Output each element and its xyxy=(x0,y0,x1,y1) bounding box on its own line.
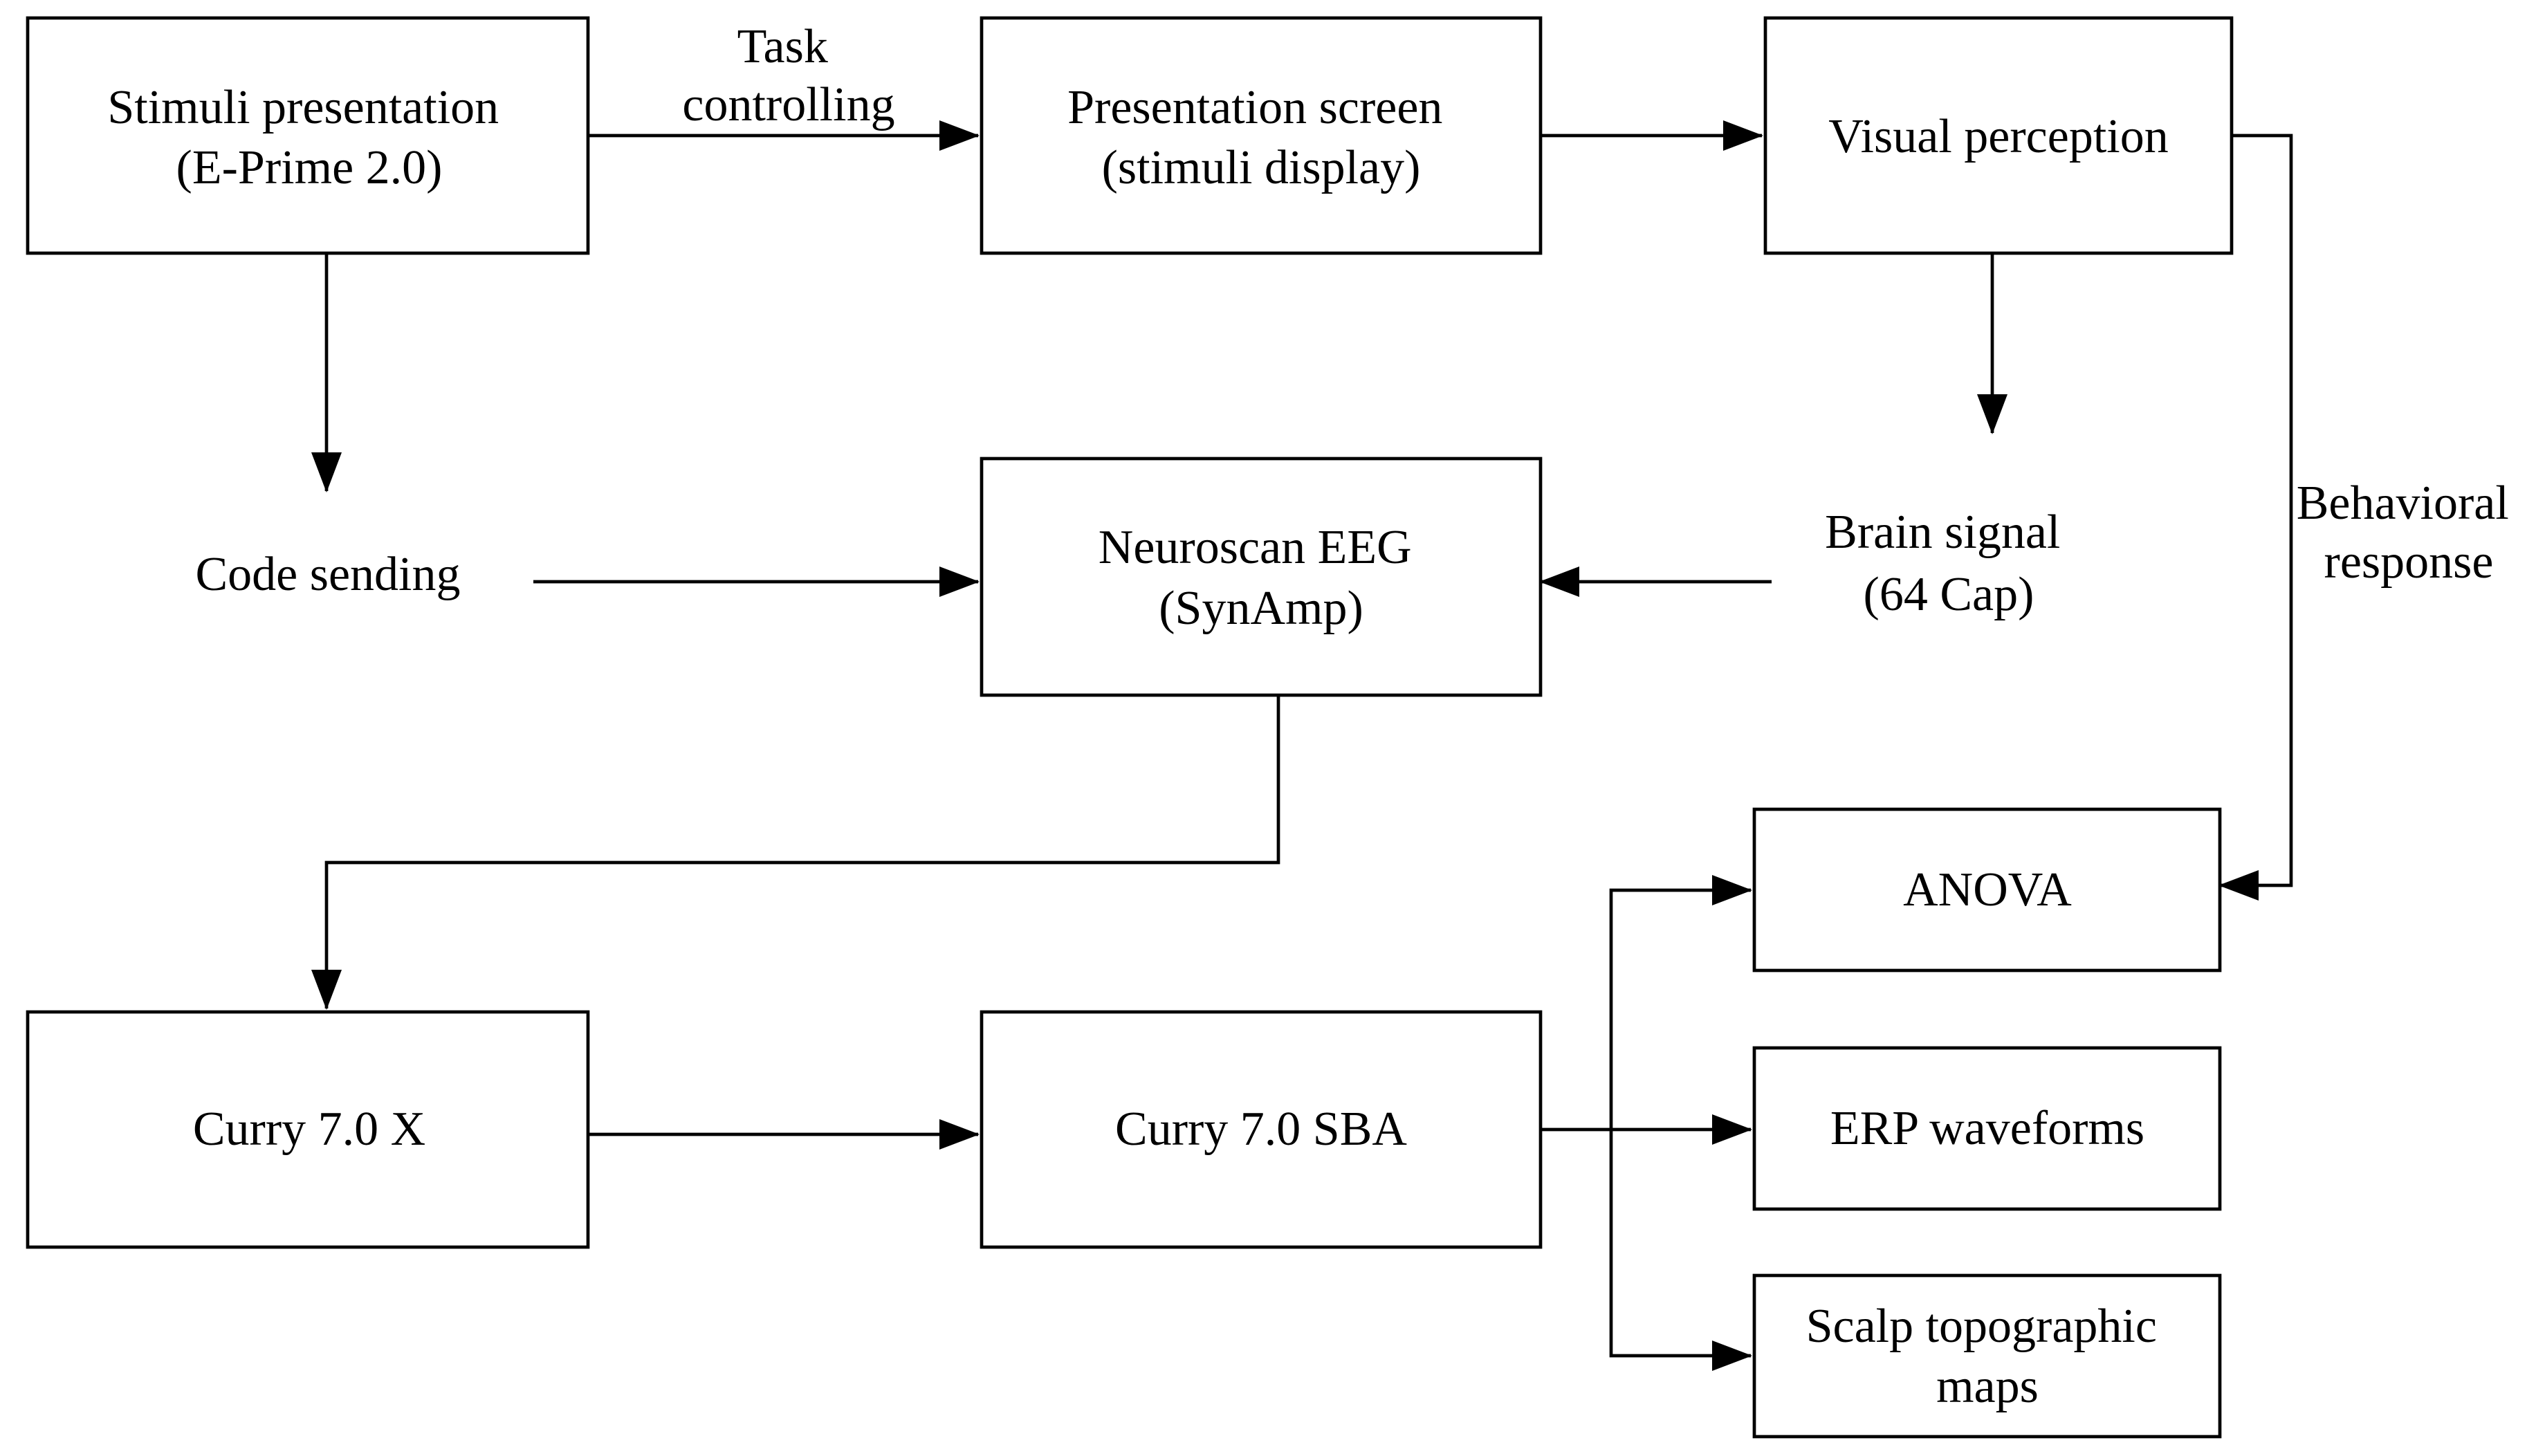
edge-eeg-to-curry-x xyxy=(311,695,1280,1010)
neuroscan-eeg-label: Neuroscan EEG (SynAmp) xyxy=(1099,521,1424,635)
presentation-screen-box xyxy=(980,16,1543,255)
code-sending-label: Code sending xyxy=(195,548,460,601)
edge-sba-to-anova xyxy=(1609,875,1752,1130)
curry-x-label: Curry 7.0 X xyxy=(193,1103,425,1156)
stimuli-presentation-label: Stimuli presentation (E-Prime 2.0) xyxy=(107,81,511,194)
edge-sba-to-scalp-maps xyxy=(1609,1130,1752,1371)
curry-x-box xyxy=(26,1010,590,1249)
visual-perception-label: Visual perception xyxy=(1828,110,2168,163)
task-controlling-label: Task controlling xyxy=(682,20,894,131)
visual-perception-box xyxy=(1763,16,2234,255)
scalp-maps-label: Scalp topographic maps xyxy=(1806,1300,2169,1413)
presentation-screen-label: Presentation screen (stimuli display) xyxy=(1067,81,1455,194)
curry-sba-box xyxy=(980,1010,1543,1249)
neuroscan-eeg-box xyxy=(980,457,1543,697)
edge-behavioral-response xyxy=(2218,133,2293,901)
scalp-maps-box xyxy=(1752,1273,2222,1439)
curry-sba-label: Curry 7.0 SBA xyxy=(1115,1103,1407,1156)
brain-signal-label: Brain signal (64 Cap) xyxy=(1825,506,2073,621)
behavioral-response-label: Behavioral response xyxy=(2297,477,2521,589)
anova-label: ANOVA xyxy=(1903,863,2072,916)
erp-waveforms-box xyxy=(1752,1046,2222,1211)
stimuli-presentation-box xyxy=(26,16,590,255)
anova-box xyxy=(1752,807,2222,973)
erp-waveforms-label: ERP waveforms xyxy=(1830,1102,2144,1155)
